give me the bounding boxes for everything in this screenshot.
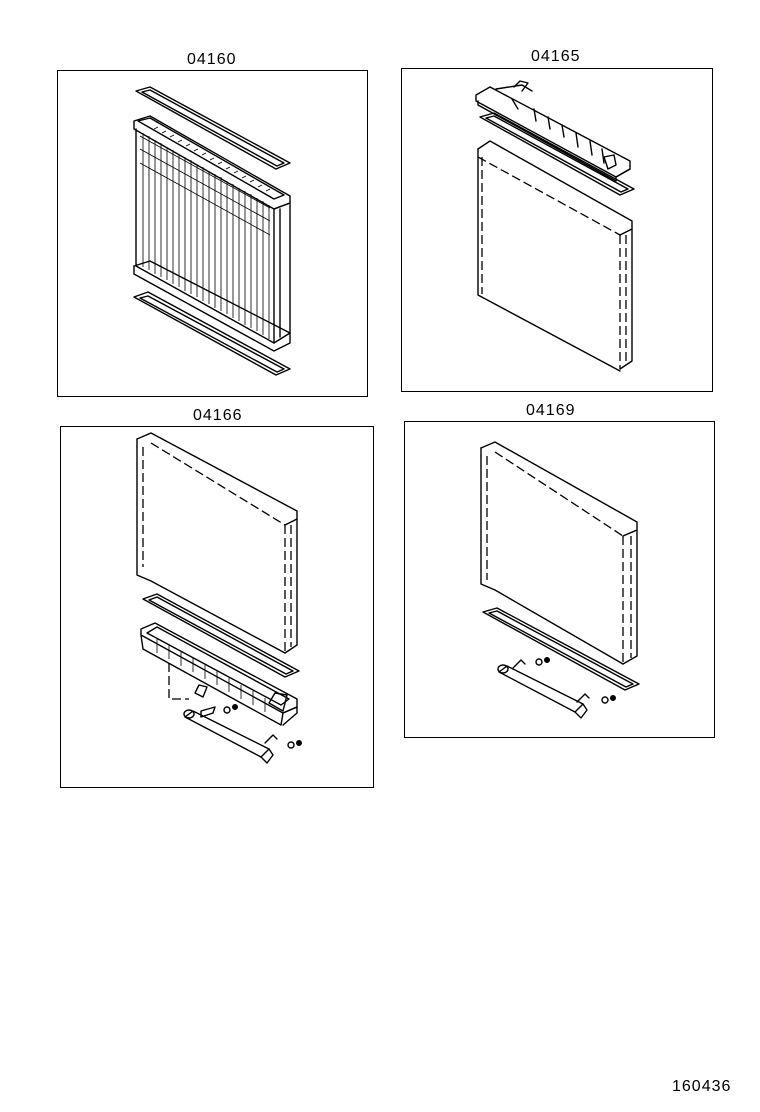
core-outline [477, 140, 633, 372]
core-outline [480, 441, 638, 665]
upper-gasket [479, 112, 635, 196]
panel-radiator-core-kit [57, 70, 368, 397]
part-number-label-04169: 04169 [526, 402, 576, 419]
lower-gasket [482, 607, 640, 691]
lower-tank-illustration [136, 432, 302, 764]
panel-upper-tank-kit [401, 68, 713, 392]
radiator-core-illustration [133, 86, 291, 376]
outlet-pipe [183, 709, 302, 764]
bottom-gasket [133, 291, 291, 376]
upper-tank [475, 80, 631, 182]
radiator-core [133, 115, 291, 352]
lower-gasket [142, 593, 300, 678]
top-gasket [135, 86, 291, 170]
core-outline [136, 432, 298, 654]
panel-lower-tank-kit [60, 426, 374, 788]
upper-tank-illustration [475, 80, 635, 372]
diagram-code: 160436 [672, 1078, 732, 1095]
core-gasket-pipe-illustration [480, 441, 640, 719]
radiator-fins [139, 126, 271, 339]
outlet-pipe [497, 657, 616, 719]
panel-core-gasket-pipe-kit [404, 421, 715, 738]
part-number-label-04166: 04166 [193, 407, 243, 424]
part-number-label-04165: 04165 [531, 48, 581, 65]
part-number-label-04160: 04160 [187, 51, 237, 68]
lower-tank [140, 622, 298, 726]
